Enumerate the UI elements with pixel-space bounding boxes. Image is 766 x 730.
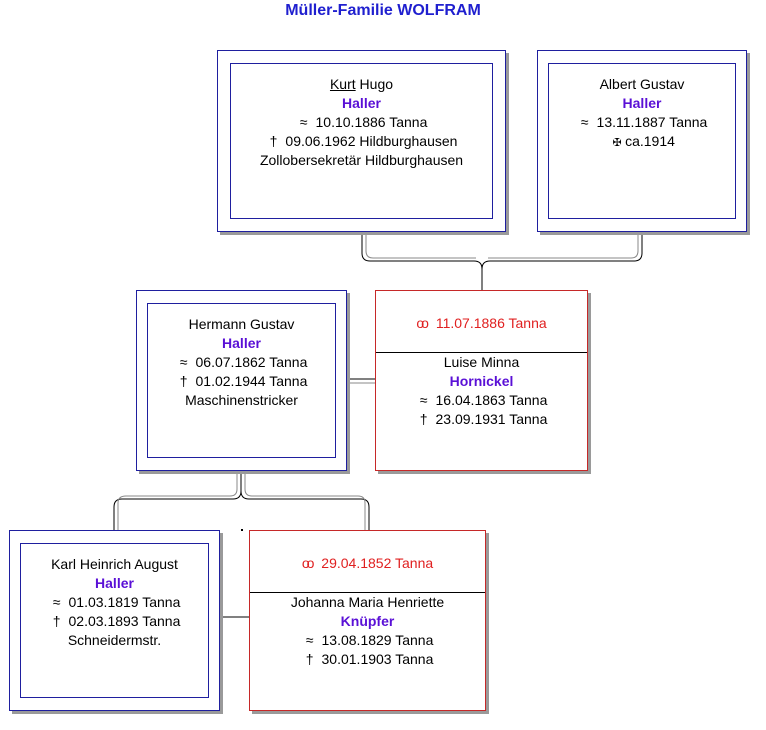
connector-generation-1-shadow <box>365 233 476 259</box>
person-given-name: Kurt Hugo <box>218 75 505 94</box>
connector-generation-2-shadow <box>117 471 238 530</box>
connector-generation-1b <box>481 233 643 270</box>
person-box-inner-frame <box>147 303 336 458</box>
person-given-name: Karl Heinrich August <box>51 556 178 572</box>
person-death: ✠ca.1914 <box>538 132 746 153</box>
death-value: 02.03.1893 Tanna <box>68 613 181 629</box>
person-box-hermann-gustav-haller[interactable]: Hermann Gustav Haller ≈ 06.07.1862 Tanna… <box>136 290 347 471</box>
person-given-name: Johanna Maria Henriette <box>290 594 445 610</box>
person-surname: Hornickel <box>449 373 514 389</box>
person-surname: Haller <box>222 335 261 351</box>
person-surname: Haller <box>342 95 381 111</box>
person-birth: ≈ 13.11.1887 Tanna <box>538 113 746 132</box>
birth-value: 13.08.1829 Tanna <box>321 632 434 648</box>
birth-value: 10.10.1886 Tanna <box>315 114 428 130</box>
person-box-kurt-hugo-haller[interactable]: Kurt Hugo Haller ≈ 10.10.1886 Tanna † 09… <box>217 50 506 232</box>
birth-icon: ≈ <box>580 114 589 130</box>
given-name-rest: Hugo <box>355 76 394 92</box>
person-given-name: Luise Minna <box>443 354 520 370</box>
connector-generation-2b-shadow <box>244 471 366 530</box>
person-occupation: Zollobersekretär Hildburghausen <box>259 152 464 168</box>
death-value: 30.01.1903 Tanna <box>321 651 434 667</box>
person-given-name: Albert Gustav <box>599 76 685 92</box>
given-name-call: Kurt <box>329 76 356 92</box>
death-icon: † <box>305 651 314 667</box>
person-death: † 23.09.1931 Tanna <box>376 410 587 429</box>
marriage-rings-icon: oo <box>416 315 428 331</box>
war-death-icon: ✠ <box>612 137 622 149</box>
marriage-rings-icon: oo <box>301 555 314 571</box>
person-box-inner-frame <box>230 63 493 219</box>
person-death: † 09.06.1962 Hildburghausen <box>218 132 505 151</box>
marriage-event: oo 11.07.1886 Tanna <box>376 315 587 331</box>
birth-icon: ≈ <box>305 632 314 648</box>
person-given-name: Hermann Gustav <box>188 316 295 332</box>
person-details: Albert Gustav Haller ≈ 13.11.1887 Tanna … <box>538 75 746 153</box>
birth-value: 01.03.1819 Tanna <box>68 594 181 610</box>
spouse-divider <box>376 352 587 353</box>
person-details: Karl Heinrich August Haller ≈ 01.03.1819… <box>10 555 219 650</box>
death-icon: † <box>52 613 61 629</box>
person-birth: ≈ 06.07.1862 Tanna <box>137 353 346 372</box>
connector-generation-2 <box>113 471 242 530</box>
marriage-event: oo 29.04.1852 Tanna <box>250 555 485 571</box>
connector-generation-2b <box>240 490 370 530</box>
person-death: † 01.02.1944 Tanna <box>137 372 346 391</box>
birth-icon: ≈ <box>52 594 61 610</box>
person-details: Johanna Maria Henriette Knüpfer ≈ 13.08.… <box>250 593 485 669</box>
person-box-karl-heinrich-august-haller[interactable]: Karl Heinrich August Haller ≈ 01.03.1819… <box>9 530 220 711</box>
person-death: † 30.01.1903 Tanna <box>250 650 485 669</box>
death-icon: † <box>419 411 428 427</box>
death-value: 01.02.1944 Tanna <box>195 373 308 389</box>
chart-title: Müller-Familie WOLFRAM <box>0 2 766 20</box>
marriage-value: 11.07.1886 Tanna <box>435 315 547 331</box>
spouse-divider <box>250 592 485 593</box>
death-value: 23.09.1931 Tanna <box>435 411 548 427</box>
birth-icon: ≈ <box>299 114 308 130</box>
person-details: Hermann Gustav Haller ≈ 06.07.1862 Tanna… <box>137 315 346 410</box>
person-details: Kurt Hugo Haller ≈ 10.10.1886 Tanna † 09… <box>218 75 505 170</box>
person-details: Luise Minna Hornickel ≈ 16.04.1863 Tanna… <box>376 353 587 429</box>
birth-value: 16.04.1863 Tanna <box>435 392 548 408</box>
birth-icon: ≈ <box>419 392 428 408</box>
person-occupation: Schneidermstr. <box>67 632 162 648</box>
person-birth: ≈ 16.04.1863 Tanna <box>376 391 587 410</box>
marriage-value: 29.04.1852 Tanna <box>321 555 434 571</box>
person-surname: Haller <box>622 95 662 111</box>
death-value: 09.06.1962 Hildburghausen <box>285 133 458 149</box>
spouse-box-johanna-maria-henriette-knuepfer[interactable]: oo 29.04.1852 Tanna Johanna Maria Henrie… <box>249 530 486 711</box>
person-box-albert-gustav-haller[interactable]: Albert Gustav Haller ≈ 13.11.1887 Tanna … <box>537 50 747 232</box>
death-icon: † <box>179 373 188 389</box>
title-family: WOLFRAM <box>397 2 481 19</box>
stray-dot <box>241 529 243 531</box>
death-icon: † <box>269 133 278 149</box>
death-value: ca.1914 <box>625 133 675 149</box>
person-death: † 02.03.1893 Tanna <box>10 612 219 631</box>
person-birth: ≈ 01.03.1819 Tanna <box>10 593 219 612</box>
connector-generation-1 <box>361 233 483 290</box>
birth-value: 06.07.1862 Tanna <box>195 354 308 370</box>
spouse-box-luise-minna-hornickel[interactable]: oo 11.07.1886 Tanna Luise Minna Hornicke… <box>375 290 588 471</box>
person-box-inner-frame <box>20 543 209 698</box>
person-box-inner-frame <box>548 63 736 219</box>
title-prefix: Müller-Familie <box>285 2 393 19</box>
person-surname: Haller <box>95 575 134 591</box>
person-occupation: Maschinenstricker <box>185 392 298 408</box>
connector-generation-1b-shadow <box>488 233 639 259</box>
person-birth: ≈ 13.08.1829 Tanna <box>250 631 485 650</box>
person-birth: ≈ 10.10.1886 Tanna <box>218 113 505 132</box>
birth-icon: ≈ <box>179 354 188 370</box>
person-surname: Knüpfer <box>340 613 395 629</box>
birth-value: 13.11.1887 Tanna <box>596 114 708 130</box>
